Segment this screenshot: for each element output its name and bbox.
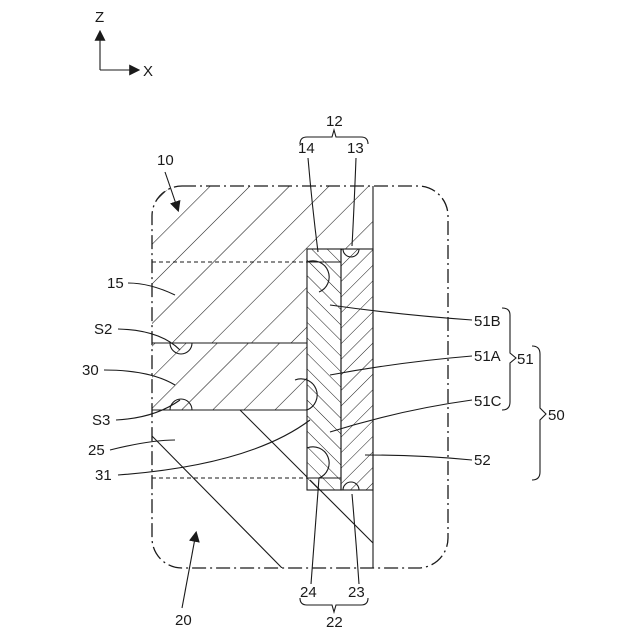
label-12: 12 <box>326 113 343 130</box>
label-51C: 51C <box>474 393 502 410</box>
label-51B: 51B <box>474 313 501 330</box>
column-51 <box>307 249 341 490</box>
label-30: 30 <box>82 362 99 379</box>
label-14: 14 <box>298 140 315 157</box>
x-axis-label: X <box>143 63 153 80</box>
label-25: 25 <box>88 442 105 459</box>
label-S3: S3 <box>92 412 110 429</box>
lower-member-hatch-2 <box>240 410 307 477</box>
label-52: 52 <box>474 452 491 469</box>
label-10: 10 <box>157 152 174 169</box>
lower-member-hatch-1 <box>152 436 282 568</box>
label-24: 24 <box>300 584 317 601</box>
label-13: 13 <box>347 140 364 157</box>
brace-50 <box>532 346 546 480</box>
label-20: 20 <box>175 612 192 629</box>
z-axis-label: Z <box>95 9 104 26</box>
axis-indicator: Z X <box>95 9 153 80</box>
label-23: 23 <box>348 584 365 601</box>
label-31: 31 <box>95 467 112 484</box>
label-51A: 51A <box>474 348 501 365</box>
label-51: 51 <box>517 351 534 368</box>
label-S2: S2 <box>94 321 112 338</box>
bracket-22: 22 24 23 <box>300 478 368 631</box>
column-52 <box>341 249 373 490</box>
label-50: 50 <box>548 407 565 424</box>
brace-51 <box>502 308 516 410</box>
label-22: 22 <box>326 614 343 631</box>
label-15: 15 <box>107 275 124 292</box>
